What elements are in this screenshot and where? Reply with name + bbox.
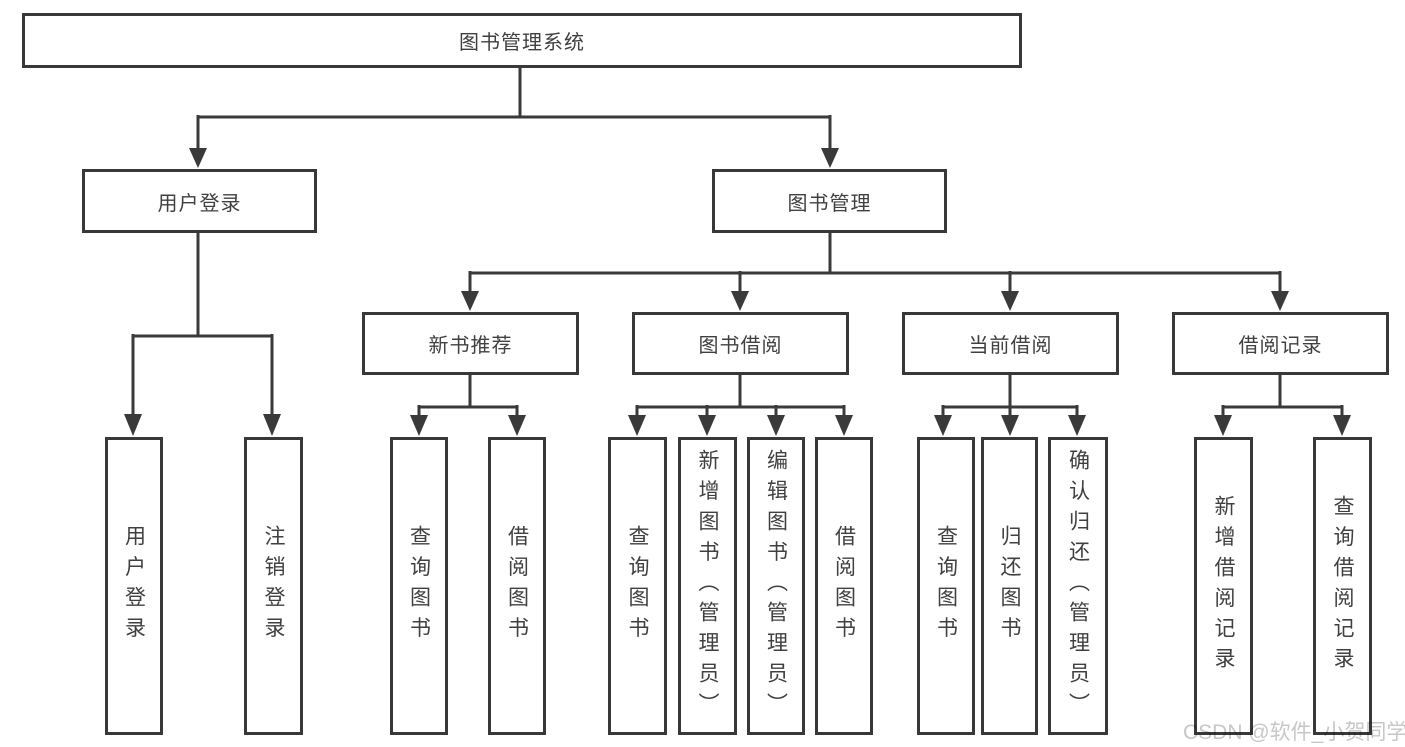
node-label: 图书管理系统 [459, 32, 585, 54]
node-label: 用户登录 [122, 525, 146, 647]
node-label: 新增借阅记录 [1212, 494, 1235, 678]
arrow-icon [698, 415, 716, 436]
leaf-confirm-return-admin: 确认归还（管理员） [1048, 437, 1108, 735]
arrow-icon [1068, 415, 1086, 436]
arrow-icon [508, 415, 526, 436]
arrow-icon [934, 415, 952, 436]
arrow-icon [461, 291, 479, 311]
node-book-mgmt: 图书管理 [712, 169, 947, 233]
node-user-login: 用户登录 [82, 169, 317, 233]
node-label: 新书推荐 [428, 335, 513, 357]
node-label: 借阅图书 [505, 525, 529, 647]
node-label: 图书管理 [787, 192, 872, 215]
leaf-borrow-books-rec: 借阅图书 [488, 437, 546, 735]
branch-user-login [131, 233, 274, 416]
branch-new-book-rec [417, 375, 519, 418]
arrow-icon [767, 415, 785, 436]
leaf-borrow-books: 借阅图书 [815, 437, 873, 735]
node-label: 查询借阅记录 [1331, 494, 1354, 678]
leaf-return-books: 归还图书 [981, 437, 1038, 735]
node-label: 图书借阅 [698, 335, 783, 357]
node-label: 查询图书 [626, 525, 649, 647]
branch-book-borrow [635, 375, 846, 418]
arrow-icon [1333, 415, 1351, 436]
node-label: 新增图书（管理员） [696, 448, 719, 724]
leaf-add-books-admin: 新增图书（管理员） [678, 437, 737, 735]
node-label: 借阅图书 [832, 525, 856, 647]
branch-borrow-records [1221, 375, 1344, 418]
node-book-borrow: 图书借阅 [632, 312, 849, 375]
node-label: 查询图书 [934, 525, 958, 647]
leaf-edit-books-admin: 编辑图书（管理员） [747, 437, 805, 735]
arrow-icon [1001, 291, 1019, 311]
node-root: 图书管理系统 [22, 13, 1022, 68]
arrow-icon [1271, 291, 1289, 311]
arrow-icon [835, 415, 853, 436]
leaf-query-books-current: 查询图书 [917, 437, 975, 735]
arrow-icon [189, 148, 207, 168]
branch-book-mgmt [468, 233, 1282, 293]
leaf-query-books-rec: 查询图书 [390, 437, 448, 735]
branch-root [198, 68, 830, 119]
node-label: 确认归还（管理员） [1066, 448, 1090, 724]
arrow-icon [1214, 415, 1232, 436]
node-label: 归还图书 [998, 525, 1021, 647]
arrow-icon [410, 415, 428, 436]
leaf-logout: 注销登录 [244, 437, 303, 735]
node-label: 当前借阅 [968, 335, 1053, 357]
leaf-add-borrow-record: 新增借阅记录 [1194, 437, 1253, 735]
leaf-query-borrow-record: 查询借阅记录 [1313, 437, 1372, 735]
node-label: 编辑图书（管理员） [764, 448, 788, 724]
arrow-icon [1001, 415, 1019, 436]
node-label: 借阅记录 [1238, 335, 1323, 357]
node-borrow-records: 借阅记录 [1172, 312, 1389, 375]
node-label: 查询图书 [407, 525, 431, 647]
arrowheads [124, 148, 1351, 436]
node-new-book-rec: 新书推荐 [362, 312, 579, 375]
arrow-icon [263, 414, 281, 436]
node-current-borrow: 当前借阅 [902, 312, 1119, 375]
leaf-query-books-borrow: 查询图书 [608, 437, 667, 735]
branch-current-borrow [941, 375, 1079, 418]
arrow-icon [124, 414, 142, 436]
watermark: CSDN @软件_小贺同学 [1183, 721, 1405, 744]
leaf-user-login: 用户登录 [105, 437, 163, 735]
branch-root-drops [196, 115, 832, 150]
arrow-icon [731, 291, 749, 311]
node-label: 用户登录 [157, 192, 242, 215]
node-label: 注销登录 [262, 525, 285, 647]
arrow-icon [628, 415, 646, 436]
arrow-icon [821, 148, 839, 168]
